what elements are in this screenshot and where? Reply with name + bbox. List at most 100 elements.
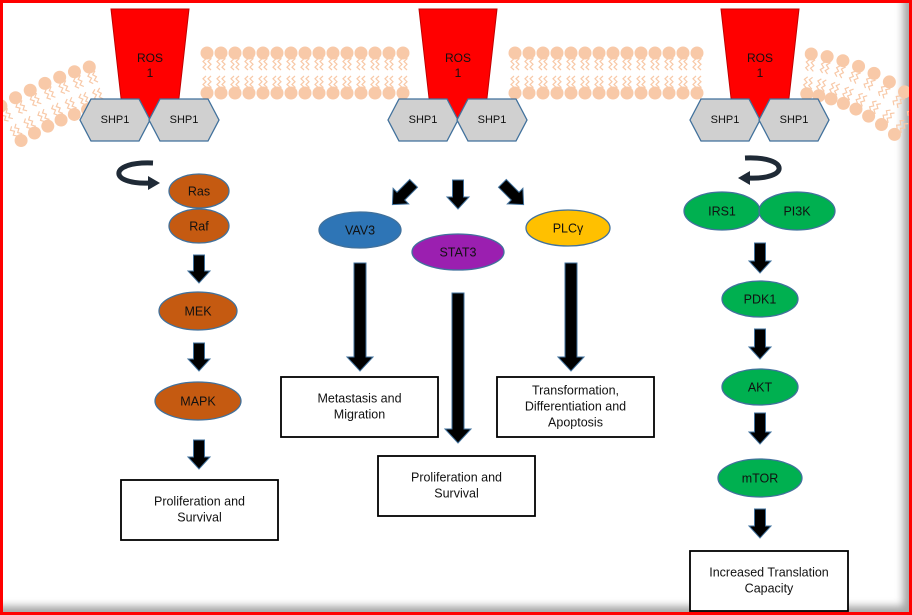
cell-membrane bbox=[3, 46, 909, 147]
signaling-node: STAT3 bbox=[411, 233, 505, 271]
phospholipid bbox=[270, 46, 284, 100]
arrow-down-icon bbox=[186, 439, 212, 470]
shp1-label: SHP1 bbox=[478, 114, 507, 126]
shp1-phosphatase: SHP1 bbox=[387, 98, 459, 142]
shp1-label: SHP1 bbox=[170, 114, 199, 126]
node-label: mTOR bbox=[742, 471, 779, 485]
phospholipid bbox=[368, 46, 382, 100]
phospholipid bbox=[592, 46, 606, 100]
signaling-node: VAV3 bbox=[318, 211, 402, 249]
phospholipid bbox=[550, 46, 564, 100]
phospholipid bbox=[620, 46, 634, 100]
phospholipid bbox=[874, 85, 909, 132]
shp1-label: SHP1 bbox=[409, 114, 438, 126]
receptor-label-number: 1 bbox=[455, 66, 462, 80]
signaling-node: mTOR bbox=[717, 458, 803, 498]
signaling-node: PDK1 bbox=[721, 280, 799, 318]
phospholipid bbox=[564, 46, 578, 100]
shp1-phosphatase: SHP1 bbox=[689, 98, 761, 142]
outcome-text: Proliferation and bbox=[154, 494, 245, 508]
phospholipid bbox=[824, 54, 850, 106]
node-label: STAT3 bbox=[439, 245, 476, 259]
phospholipid bbox=[284, 46, 298, 100]
signaling-node: Raf bbox=[168, 208, 230, 244]
phospholipid bbox=[9, 91, 41, 140]
outcome-box: Transformation,Differentiation andApopto… bbox=[496, 376, 655, 438]
phospholipid bbox=[396, 46, 410, 100]
receptor-label-number: 1 bbox=[757, 66, 764, 80]
signaling-node: PI3K bbox=[758, 191, 836, 231]
phospholipid bbox=[887, 110, 909, 141]
outcome-text: Capacity bbox=[745, 581, 794, 595]
shp1-phosphatase: SHP1 bbox=[758, 98, 830, 142]
outcome-text: Migration bbox=[334, 407, 385, 421]
phospholipid bbox=[690, 46, 704, 100]
phospholipid bbox=[354, 46, 368, 100]
shp1-phosphatase: SHP1 bbox=[148, 98, 220, 142]
phospholipid bbox=[812, 50, 834, 103]
outcome-text: Transformation, bbox=[532, 383, 619, 397]
arrow-down-icon bbox=[186, 254, 212, 284]
node-label: MAPK bbox=[180, 394, 216, 408]
phospholipid bbox=[508, 46, 522, 100]
phospholipid bbox=[3, 99, 28, 147]
signaling-node: MEK bbox=[158, 291, 238, 331]
shp1-label: SHP1 bbox=[711, 114, 740, 126]
arrow-down-icon bbox=[186, 342, 212, 372]
arrow-down-icon bbox=[445, 179, 471, 210]
signaling-node: MAPK bbox=[154, 381, 242, 421]
node-label: Ras bbox=[188, 184, 210, 198]
phospholipid bbox=[53, 70, 81, 121]
arrow-down-icon bbox=[747, 242, 773, 274]
phospholipid bbox=[662, 46, 676, 100]
shp1-phosphatase: SHP1 bbox=[456, 98, 528, 142]
phospholipid bbox=[862, 75, 896, 123]
arrow-down-icon bbox=[556, 262, 586, 372]
phospholipid bbox=[256, 46, 270, 100]
phospholipid bbox=[340, 46, 354, 100]
shp1-label: SHP1 bbox=[101, 114, 130, 126]
curved-arrow-icon bbox=[738, 155, 782, 185]
curved-arrow-icon bbox=[116, 160, 160, 190]
arrows bbox=[116, 155, 782, 539]
phospholipid bbox=[522, 46, 536, 100]
node-label: VAV3 bbox=[345, 223, 375, 237]
outcome-text: Survival bbox=[177, 510, 221, 524]
phospholipid bbox=[648, 46, 662, 100]
phospholipid bbox=[214, 46, 228, 100]
shp1-label: SHP1 bbox=[780, 114, 809, 126]
outcome-text: Survival bbox=[434, 486, 478, 500]
arrow-down-icon bbox=[443, 292, 473, 444]
phospholipid bbox=[242, 46, 256, 100]
arrow-down-icon bbox=[497, 178, 525, 206]
phospholipid bbox=[836, 59, 866, 110]
phospholipid bbox=[634, 46, 648, 100]
node-label: IRS1 bbox=[708, 204, 736, 218]
phospholipid bbox=[312, 46, 326, 100]
phospholipid bbox=[676, 46, 690, 100]
outcome-text: Metastasis and bbox=[317, 391, 401, 405]
phospholipid bbox=[800, 47, 818, 101]
phospholipid bbox=[200, 46, 214, 100]
receptor-label: ROS bbox=[747, 51, 773, 65]
arrow-down-icon bbox=[391, 178, 419, 206]
phospholipid bbox=[298, 46, 312, 100]
node-label: Raf bbox=[189, 219, 209, 233]
signaling-node: AKT bbox=[721, 368, 799, 406]
arrow-down-icon bbox=[747, 412, 773, 445]
phospholipid bbox=[23, 83, 55, 133]
node-label: PDK1 bbox=[744, 292, 777, 306]
arrow-down-icon bbox=[747, 328, 773, 360]
signaling-node: Ras bbox=[168, 173, 230, 209]
outcome-text: Apoptosis bbox=[548, 415, 603, 429]
